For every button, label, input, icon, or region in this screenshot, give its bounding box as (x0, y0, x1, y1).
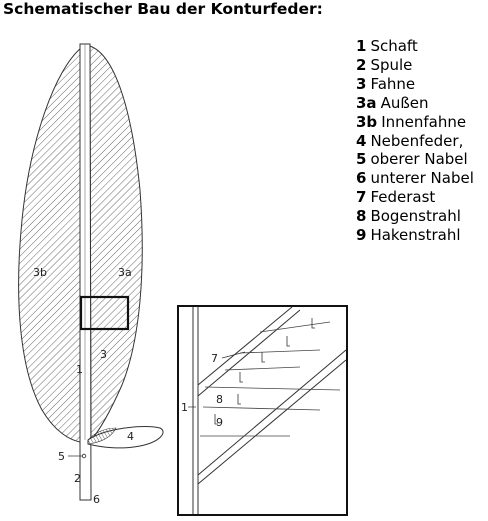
label-5: 5 (58, 450, 65, 463)
legend-text: Außen (380, 93, 429, 112)
legend-text: Federast (370, 188, 436, 207)
legend-text: Spule (370, 55, 413, 74)
legend-number: 1 (356, 37, 367, 55)
detail-label-8: 8 (216, 393, 223, 406)
legend-number: 2 (356, 55, 367, 74)
inner-vane (18, 47, 82, 443)
legend-number: 9 (356, 226, 367, 245)
label-3: 3 (100, 348, 107, 361)
diagram-title: Schematischer Bau der Konturfeder: (3, 0, 323, 18)
legend-number: 7 (356, 188, 367, 207)
detail-marker (79, 295, 130, 331)
legend-text: Hakenstrahl (370, 226, 461, 245)
legend-number: 3a (356, 93, 377, 112)
legend-text: Nebenfeder, (370, 131, 464, 150)
legend-number: 6 (356, 169, 367, 188)
legend-text: oberer Nabel (370, 150, 468, 169)
legend-text: Innenfahne (381, 112, 467, 131)
legend-number: 8 (356, 207, 367, 226)
label-3a: 3a (118, 266, 132, 279)
detail-label-9: 9 (216, 416, 223, 429)
legend-text: Bogenstrahl (370, 207, 461, 226)
outer-vane (89, 45, 143, 442)
legend-number: 3b (356, 112, 378, 131)
detail-label-7: 7 (211, 352, 218, 365)
label-4: 4 (127, 430, 134, 443)
detail-label-1: 1 (181, 401, 188, 414)
shaft (79, 43, 92, 501)
label-2: 2 (74, 472, 81, 485)
legend-text: Fahne (370, 74, 416, 93)
legend-number: 4 (356, 131, 367, 150)
legend-text: Schaft (370, 37, 418, 55)
legend-number: 3 (356, 74, 367, 93)
legend-number: 5 (356, 150, 367, 169)
detail-inset (177, 305, 348, 516)
label-3b: 3b (33, 266, 47, 279)
legend-text: unterer Nabel (370, 169, 474, 188)
label-1: 1 (76, 363, 83, 376)
label-6: 6 (93, 493, 100, 506)
